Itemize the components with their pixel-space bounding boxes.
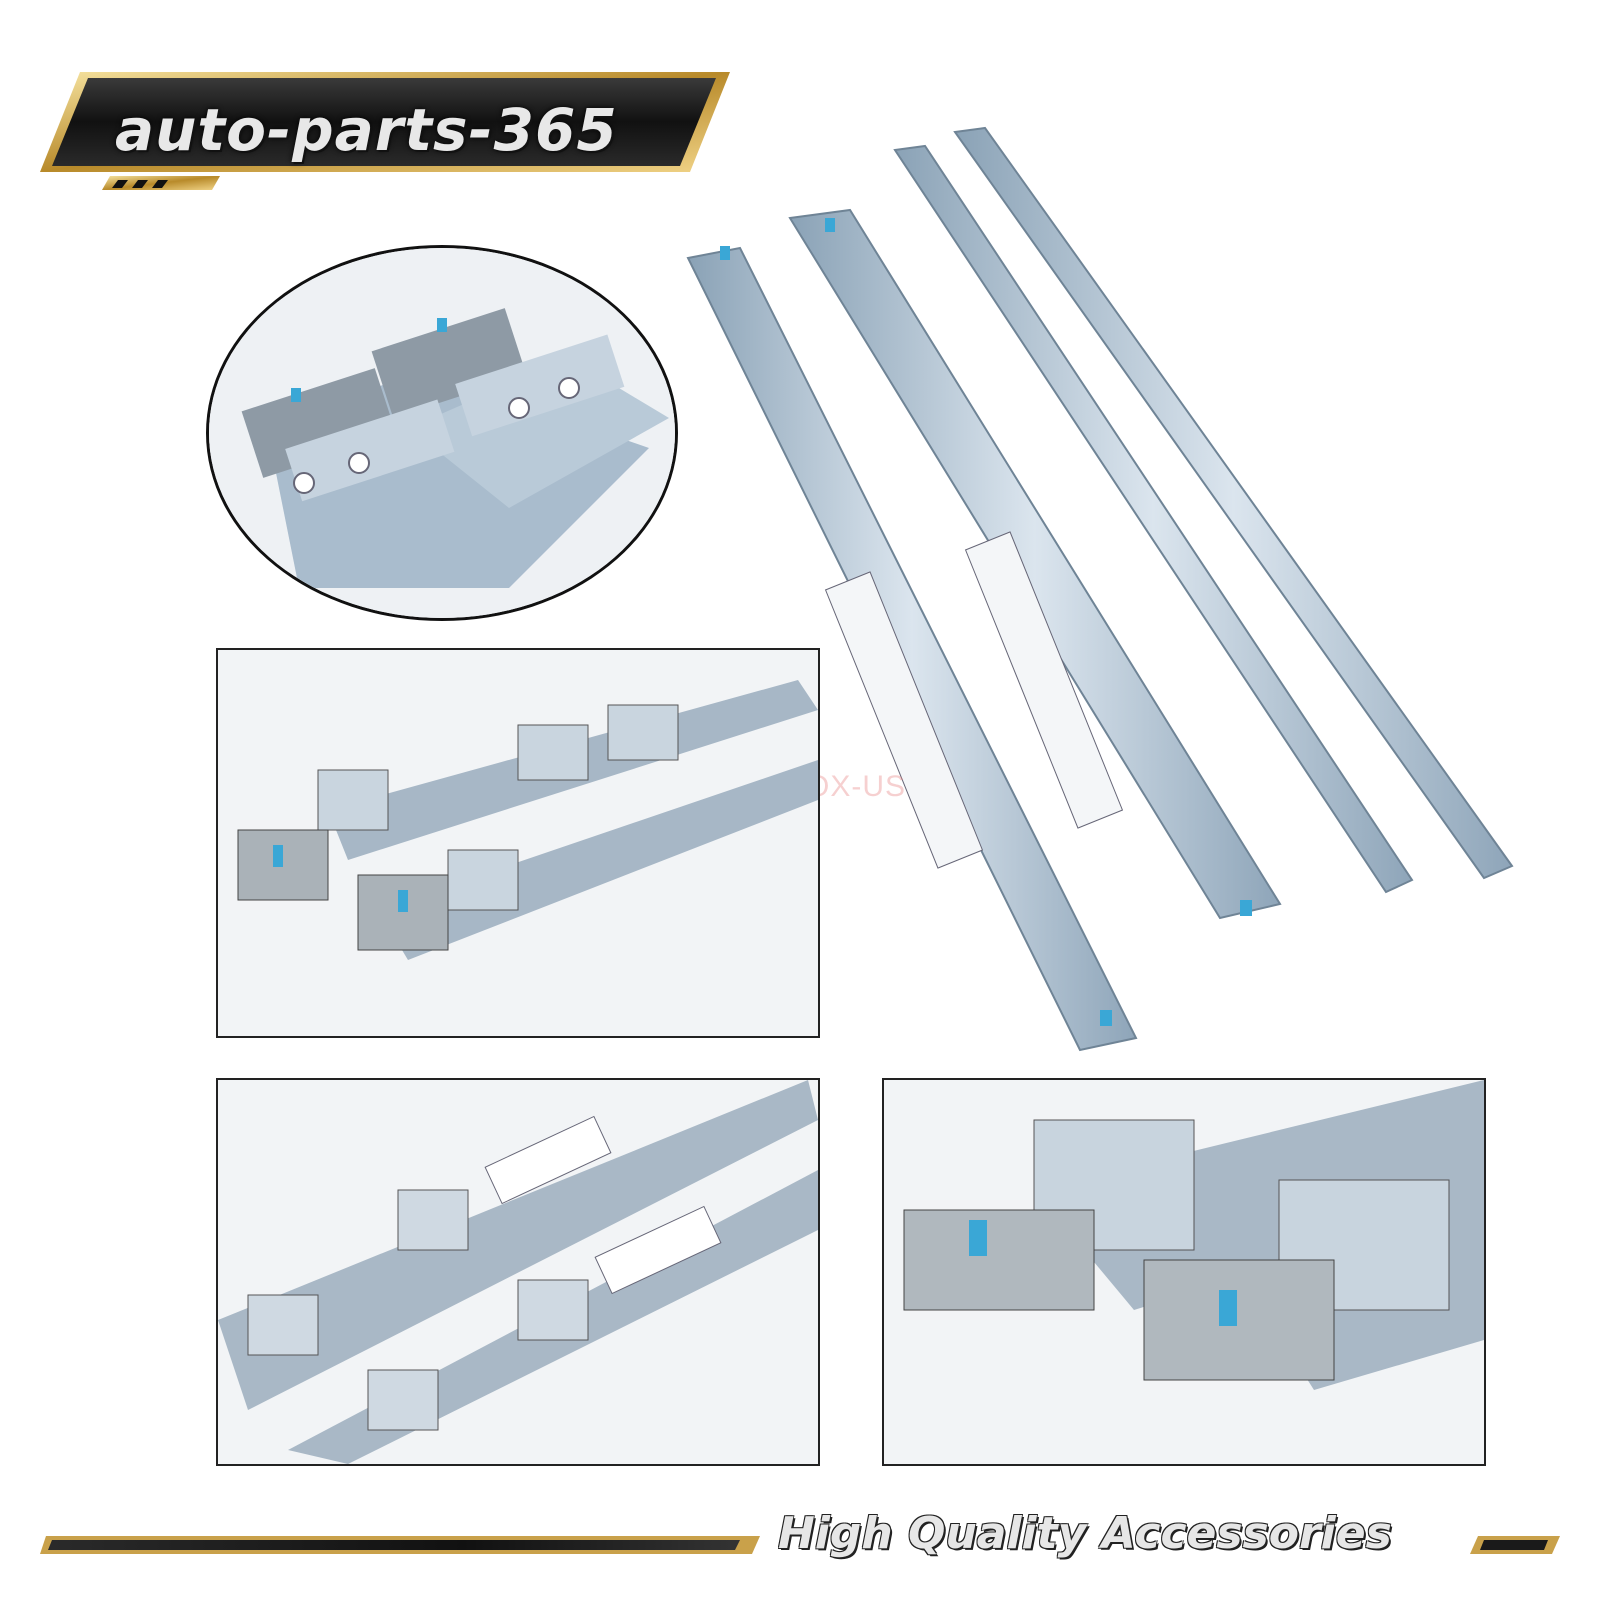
logo-badge [40,72,730,190]
tagline: High Quality Accessories [778,1508,1392,1559]
circle-inset-photo [206,245,678,621]
detail-photo-brackets [216,648,820,1038]
logo-text: auto-parts-365 [115,96,618,164]
detail-photo-latches [882,1078,1486,1466]
detail-photo-rails-labels [216,1078,820,1466]
